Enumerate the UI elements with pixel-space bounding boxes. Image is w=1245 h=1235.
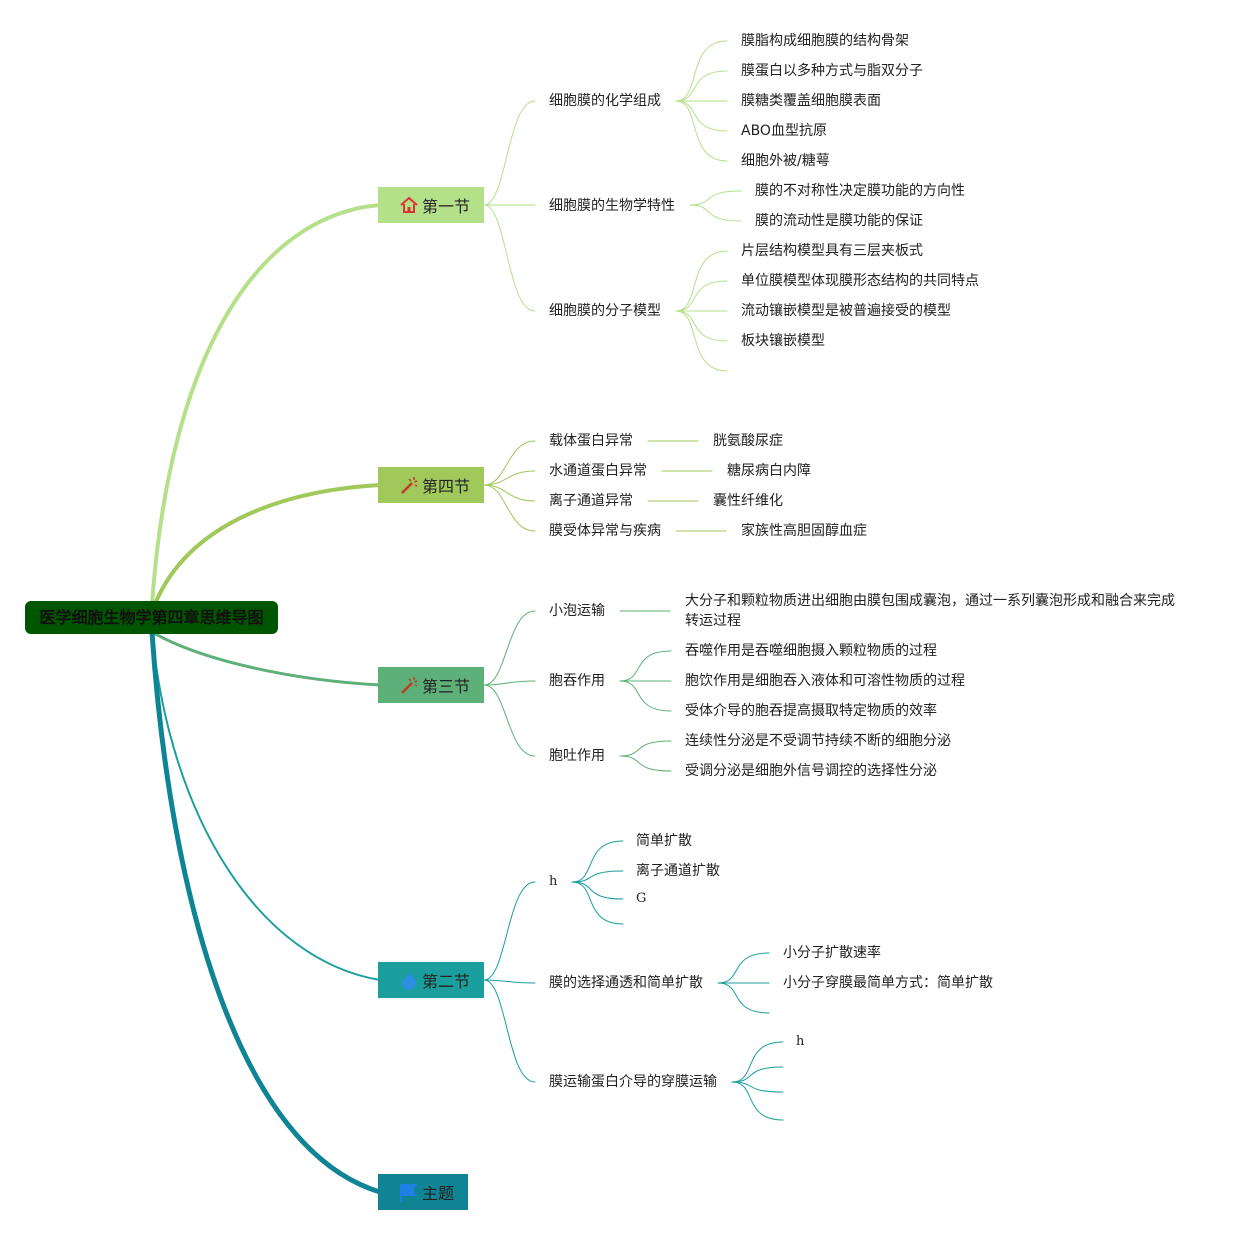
branch bbox=[483, 881, 536, 981]
leaf-node[interactable]: 膜的流动性是膜功能的保证 bbox=[755, 213, 923, 229]
branch bbox=[689, 204, 742, 222]
branch bbox=[483, 470, 536, 486]
branch bbox=[483, 204, 536, 312]
leaf-node[interactable]: 胞饮作用是细胞吞入液体和可溶性物质的过程 bbox=[685, 673, 965, 689]
branch bbox=[731, 1041, 784, 1083]
leaf-node[interactable]: 细胞外被/糖萼 bbox=[741, 153, 830, 169]
branch bbox=[571, 881, 624, 925]
branch bbox=[717, 952, 770, 984]
leaf-node[interactable]: h bbox=[796, 1034, 805, 1049]
leaf-node[interactable]: 受体介导的胞吞提高摄取特定物质的效率 bbox=[685, 703, 937, 719]
leaf-node[interactable]: 简单扩散 bbox=[636, 833, 692, 849]
flag-icon bbox=[398, 1181, 420, 1203]
topic-node[interactable]: 小泡运输 bbox=[549, 603, 605, 619]
leaf-node[interactable]: 流动镶嵌模型是被普遍接受的模型 bbox=[741, 303, 951, 319]
leaf-node[interactable]: 膜脂构成细胞膜的结构骨架 bbox=[741, 33, 909, 49]
branch bbox=[483, 979, 536, 1083]
branch bbox=[675, 310, 728, 372]
leaf-node[interactable]: 小分子扩散速率 bbox=[783, 945, 881, 961]
branch bbox=[483, 610, 536, 686]
root-to-section-2 bbox=[151, 631, 381, 981]
leaf-node[interactable]: 胱氨酸尿症 bbox=[713, 433, 783, 449]
branch bbox=[619, 755, 672, 772]
branch bbox=[717, 982, 770, 1014]
branch bbox=[483, 684, 536, 757]
leaf-node[interactable]: G bbox=[636, 891, 647, 906]
section-label: 第三节 bbox=[422, 677, 471, 696]
leaf-node[interactable]: ABO血型抗原 bbox=[741, 123, 827, 139]
branch bbox=[675, 310, 728, 342]
branch bbox=[675, 70, 728, 102]
leaf-node[interactable]: 膜蛋白以多种方式与脂双分子 bbox=[741, 63, 923, 79]
root-to-section-topic bbox=[149, 629, 383, 1195]
section-node-topic[interactable]: 主题 bbox=[378, 1174, 468, 1210]
leaf-node[interactable]: 板块镶嵌模型 bbox=[741, 333, 825, 349]
branch bbox=[571, 870, 624, 883]
root-to-section-3 bbox=[150, 630, 382, 687]
topic-node[interactable]: 胞吞作用 bbox=[549, 673, 605, 689]
section-label: 第一节 bbox=[422, 197, 471, 216]
leaf-node[interactable]: 家族性高胆固醇血症 bbox=[741, 523, 867, 539]
branch bbox=[619, 650, 672, 682]
branch bbox=[731, 1066, 784, 1083]
branch bbox=[675, 250, 728, 312]
leaf-node[interactable]: 大分子和颗粒物质进出细胞由膜包围成囊泡，通过一系列囊泡形成和融合来完成转运过程 bbox=[685, 593, 1175, 629]
section-label: 第二节 bbox=[422, 972, 471, 991]
branch bbox=[483, 440, 536, 486]
section-node-2[interactable]: 第二节 bbox=[378, 962, 484, 998]
leaf-node[interactable]: 受调分泌是细胞外信号调控的选择性分泌 bbox=[685, 763, 937, 779]
branch bbox=[731, 1081, 784, 1093]
magic-wand-icon bbox=[398, 674, 420, 696]
section-node-3[interactable]: 第三节 bbox=[378, 667, 484, 703]
branch bbox=[675, 100, 728, 132]
root-title: 医学细胞生物学第四章思维导图 bbox=[39, 608, 264, 627]
leaf-node[interactable]: 连续性分泌是不受调节持续不断的细胞分泌 bbox=[685, 733, 951, 749]
branch bbox=[731, 1081, 784, 1121]
branch bbox=[483, 484, 536, 502]
topic-node[interactable]: 细胞膜的分子模型 bbox=[549, 303, 661, 319]
branch bbox=[619, 680, 672, 712]
magic-wand-icon bbox=[398, 474, 420, 496]
leaf-node[interactable]: 吞噬作用是吞噬细胞摄入颗粒物质的过程 bbox=[685, 643, 937, 659]
leaf-node[interactable]: 离子通道扩散 bbox=[636, 863, 720, 879]
leaf-node[interactable]: 糖尿病白内障 bbox=[727, 463, 811, 479]
leaf-node[interactable]: 膜糖类覆盖细胞膜表面 bbox=[741, 93, 881, 109]
topic-node[interactable]: 水通道蛋白异常 bbox=[549, 463, 647, 479]
topic-node[interactable]: h bbox=[549, 874, 558, 889]
branch bbox=[571, 840, 624, 883]
branch bbox=[483, 100, 536, 206]
topic-node[interactable]: 离子通道异常 bbox=[549, 493, 633, 509]
home-icon bbox=[398, 194, 420, 216]
topic-node[interactable]: 膜的选择通透和简单扩散 bbox=[549, 975, 703, 991]
leaf-node[interactable]: 小分子穿膜最简单方式：简单扩散 bbox=[783, 975, 993, 991]
leaf-node[interactable]: 片层结构模型具有三层夹板式 bbox=[741, 243, 923, 259]
topic-node[interactable]: 细胞膜的生物学特性 bbox=[549, 198, 675, 214]
branch bbox=[571, 881, 624, 900]
root-to-section-1 bbox=[150, 203, 382, 606]
branch bbox=[483, 979, 536, 984]
section-label: 第四节 bbox=[422, 477, 471, 496]
branch bbox=[675, 40, 728, 102]
topic-node[interactable]: 载体蛋白异常 bbox=[549, 433, 633, 449]
leaf-node[interactable]: 单位膜模型体现膜形态结构的共同特点 bbox=[741, 273, 979, 289]
root-to-section-4 bbox=[153, 483, 382, 606]
leaf-node[interactable]: 囊性纤维化 bbox=[713, 493, 783, 509]
topic-node[interactable]: 膜运输蛋白介导的穿膜运输 bbox=[549, 1074, 717, 1090]
branch bbox=[675, 280, 728, 312]
section-node-1[interactable]: 第一节 bbox=[378, 187, 484, 223]
topic-node[interactable]: 细胞膜的化学组成 bbox=[549, 93, 661, 109]
branch bbox=[483, 680, 536, 686]
branch bbox=[675, 100, 728, 162]
topic-node[interactable]: 胞吐作用 bbox=[549, 748, 605, 764]
root-node[interactable]: 医学细胞生物学第四章思维导图 bbox=[25, 601, 278, 634]
section-node-4[interactable]: 第四节 bbox=[378, 467, 484, 503]
leaf-node[interactable]: 膜的不对称性决定膜功能的方向性 bbox=[755, 183, 965, 199]
section-label: 主题 bbox=[422, 1184, 455, 1203]
branch bbox=[483, 484, 536, 532]
flame-icon bbox=[398, 969, 420, 991]
topic-node[interactable]: 膜受体异常与疾病 bbox=[549, 523, 661, 539]
branch bbox=[689, 190, 742, 206]
branch bbox=[619, 740, 672, 757]
